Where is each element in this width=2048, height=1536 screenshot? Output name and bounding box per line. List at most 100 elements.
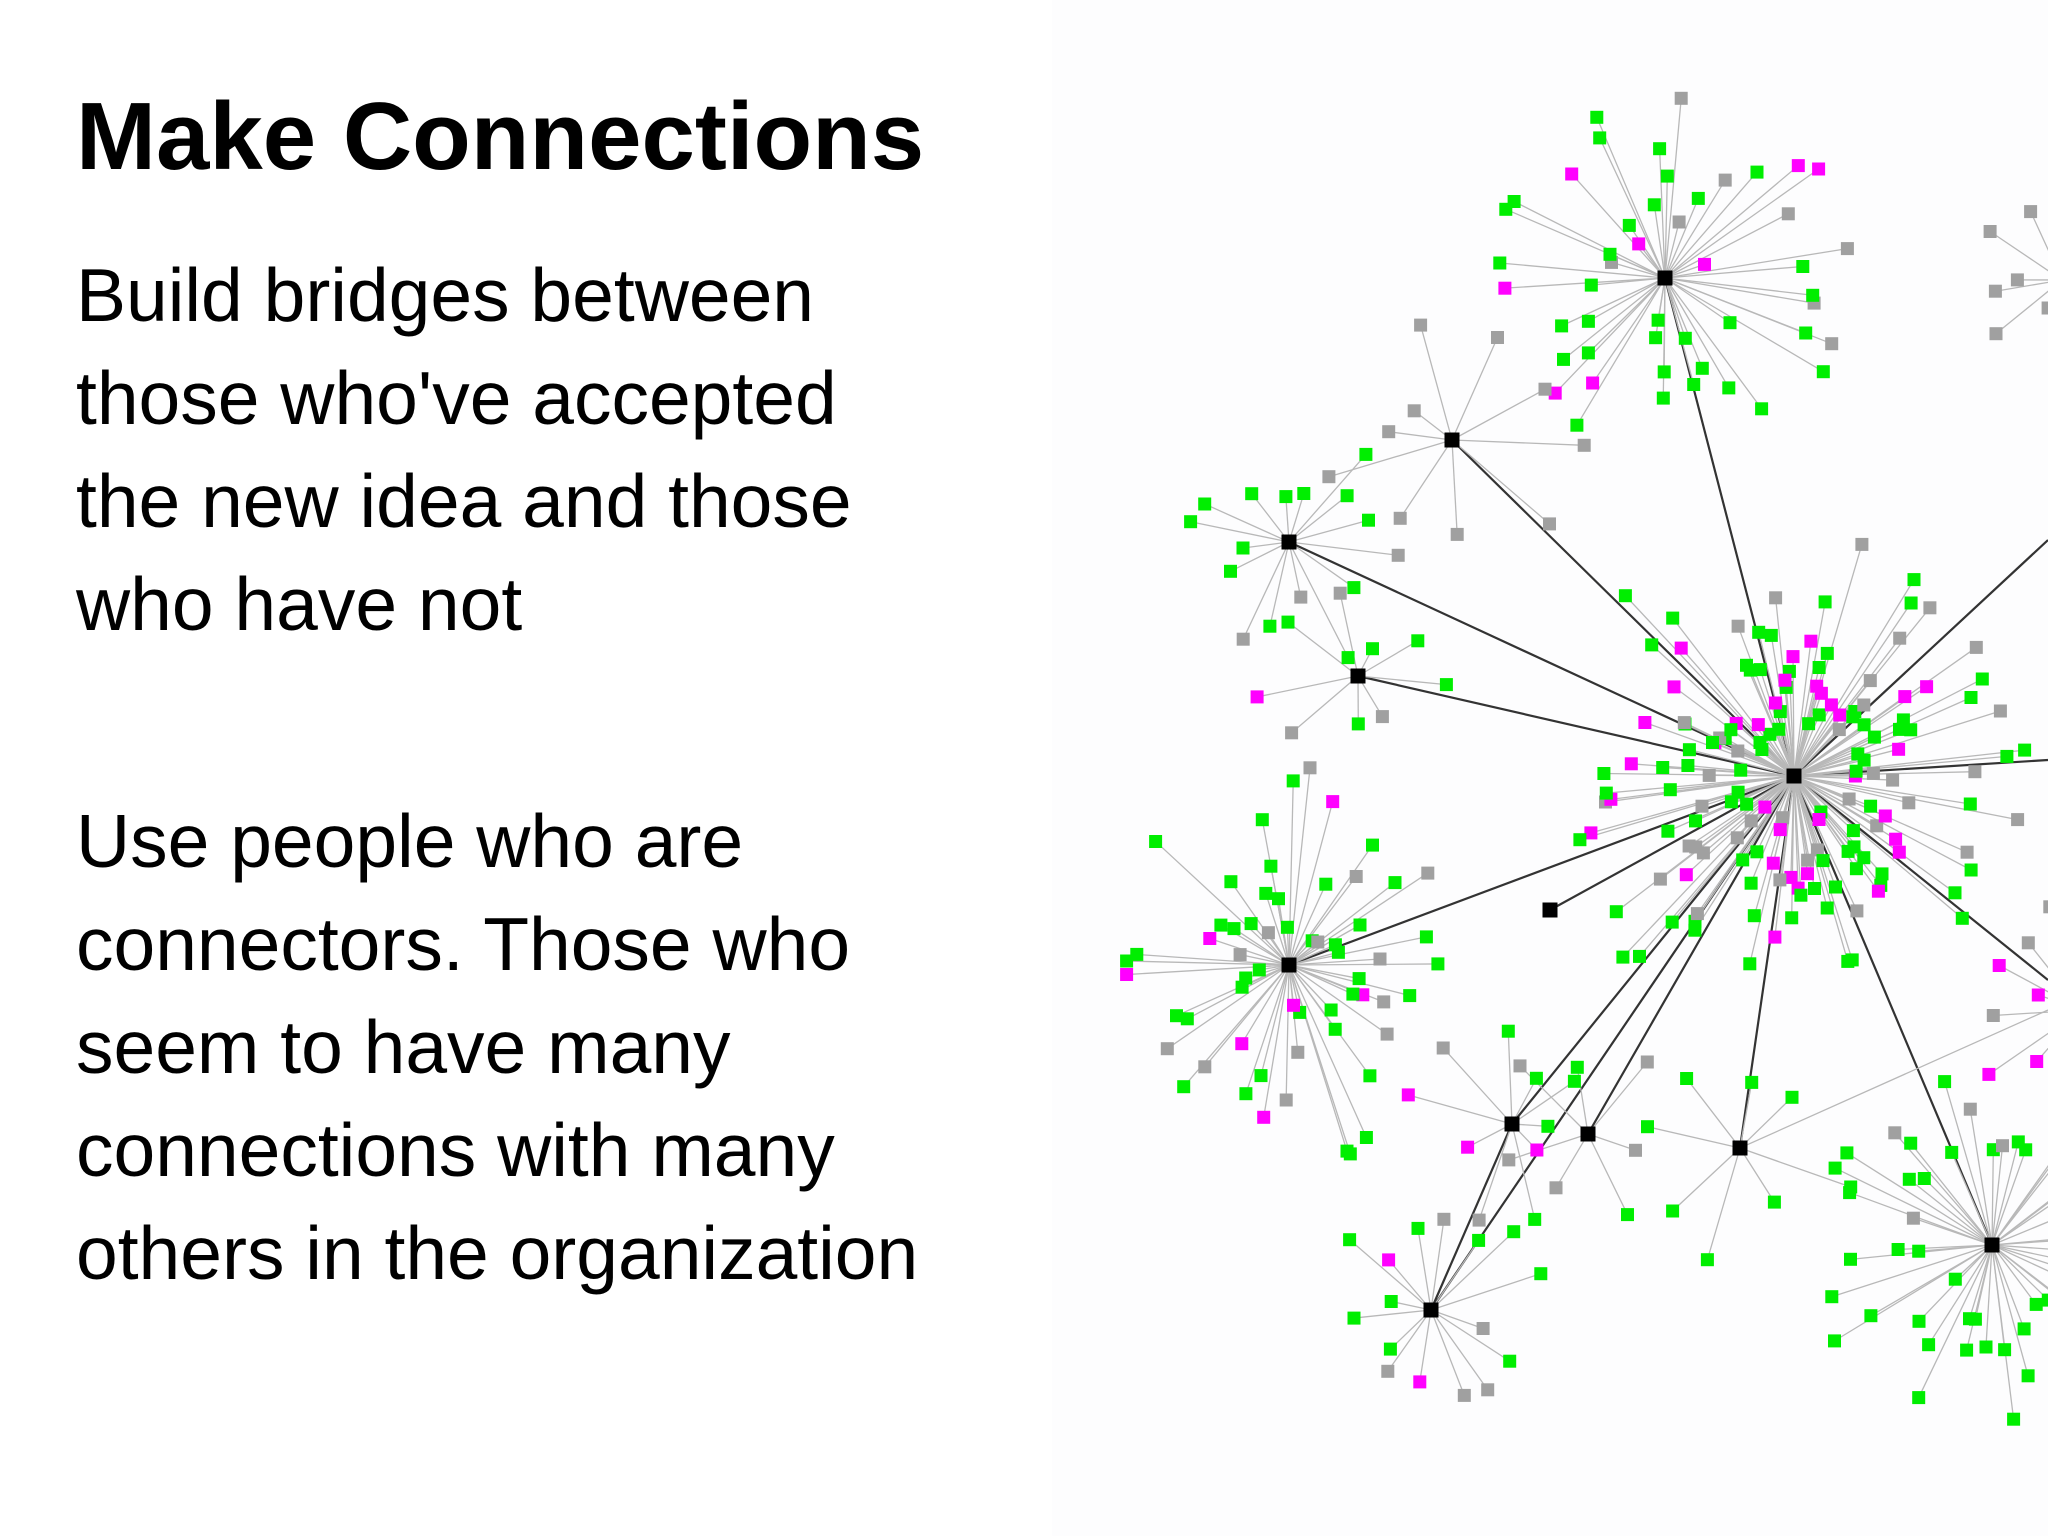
green-node [1493,256,1507,270]
magenta-node [1326,795,1340,809]
spoke-edge [1430,1309,1484,1330]
green-node [1665,915,1679,929]
spoke-edge [1991,1202,2048,1246]
gray-node [1233,948,1247,962]
green-node [1177,1080,1191,1094]
spoke-edge [1793,728,1900,777]
hub-node [1542,902,1558,918]
spoke-edge [1555,1133,1589,1189]
magenta-node [1203,932,1217,945]
gray-node [1674,91,1688,105]
gray-node [1902,796,1916,810]
spoke-edge [1784,680,1795,777]
spoke-edge [1288,541,1355,589]
spoke-edge [2036,1047,2048,1062]
spoke-edge [1988,1032,2048,1075]
gray-node [1291,1045,1305,1059]
green-node [1224,564,1237,578]
spoke-edge [1513,200,1666,279]
spoke-edge [1596,117,1666,279]
green-node [1252,963,1266,977]
green-node [1573,833,1587,847]
spoke-edge [1923,1178,1993,1246]
green-node [1750,845,1764,859]
magenta-node [1768,930,1782,944]
spoke-edge [1554,277,1666,394]
gray-node [1906,1211,1920,1225]
magenta-node [1530,1143,1544,1157]
spoke-edge [1339,593,1359,677]
spoke-edge [1664,165,1799,279]
green-node [1706,736,1719,749]
green-node [1904,723,1918,737]
spoke-edge [1288,964,1410,997]
spoke-edge [1511,1080,1575,1125]
spoke-edge [1991,1205,2048,1246]
green-node [1622,218,1636,232]
green-node [1353,918,1367,932]
gray-node [1333,586,1347,600]
magenta-node [1766,856,1780,870]
spoke-edge [1746,775,1795,805]
spoke-edge [1985,1244,1993,1348]
spoke-edge [1478,1123,1513,1221]
green-node [1755,402,1769,416]
spoke-edge [1430,1273,1541,1311]
gray-node [1436,1041,1450,1055]
spoke-edge [1265,893,1290,966]
green-node [1633,949,1646,963]
connectors-line-1: Use people who are [76,799,744,883]
spoke-edge [1155,840,1290,966]
green-node [1170,1009,1183,1023]
green-node [1752,625,1766,639]
magenta-node [1751,718,1765,732]
spoke-edge [1209,937,1290,966]
gray-node [1850,904,1864,918]
magenta-node [2030,1055,2044,1068]
spoke-edge [1241,964,1290,1045]
gray-node [1857,698,1871,712]
green-node [1621,1208,1634,1222]
spoke-edge [1505,208,1666,279]
green-node [1227,922,1241,936]
hub-node [1984,1237,2000,1253]
gray-node [1285,726,1299,740]
spoke-edge [1588,277,1666,322]
green-node [1740,658,1753,672]
green-node [1847,840,1861,854]
spoke-edge [1288,963,1438,966]
gray-node [1294,590,1308,604]
spoke-edge [1288,493,1305,543]
spoke-edge [1451,439,1550,525]
spoke-edge [1943,1081,1993,1246]
green-node [1214,918,1228,932]
spoke-edge [1204,964,1290,1068]
green-node [1340,489,1354,503]
hub-node [1350,668,1366,684]
green-node [1753,663,1767,677]
spoke-edge [1430,1309,1489,1391]
magenta-node [1982,1067,1996,1081]
gray-node [1407,404,1421,418]
spoke-edge [1499,262,1666,279]
green-node [1808,882,1821,895]
spoke-edge [1739,1147,1851,1188]
spoke-edge [1451,337,1499,441]
spoke-edge [1419,324,1453,441]
magenta-node [2031,988,2045,1002]
green-node [1904,1136,1918,1150]
green-node [1343,1233,1357,1247]
green-node [1259,886,1273,900]
green-node [1352,972,1366,986]
green-node [1891,1243,1905,1256]
spoke-edge [1793,775,1828,909]
green-node [1324,1003,1338,1017]
green-node [1319,877,1333,891]
green-node [1239,1087,1253,1101]
magenta-node [1804,634,1818,648]
gray-node [1996,1139,2009,1153]
spoke-edge [1756,775,1795,853]
spoke-edge [1288,964,1367,1138]
green-node [1785,1090,1799,1104]
green-node [1695,361,1709,375]
